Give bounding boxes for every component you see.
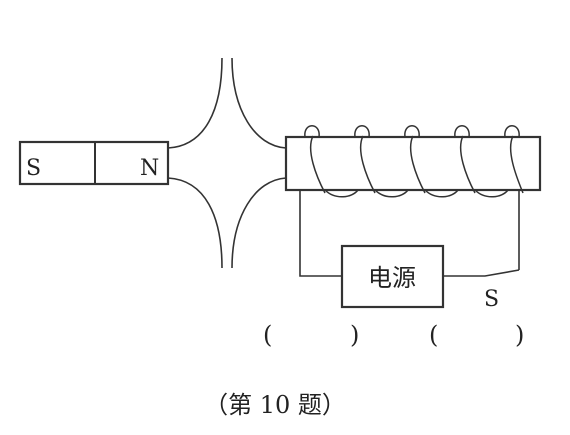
coil-loop bbox=[354, 125, 370, 138]
blank-1-open: ( bbox=[263, 321, 272, 349]
power-supply-box bbox=[340, 244, 445, 309]
coil-turn bbox=[359, 135, 376, 194]
coil-loop bbox=[504, 125, 520, 138]
solenoid bbox=[284, 125, 542, 198]
coil-loop bbox=[404, 125, 420, 138]
figure-caption: （第 10 题） bbox=[204, 391, 346, 419]
coil-link bbox=[474, 189, 509, 198]
wire-left bbox=[299, 190, 342, 277]
switch-label: S bbox=[484, 287, 499, 312]
circuit-wires bbox=[299, 190, 520, 277]
field-line-upper-left bbox=[167, 57, 223, 149]
bar-magnet: S N bbox=[18, 140, 170, 186]
field-line-upper-right bbox=[231, 57, 287, 149]
switch-blade bbox=[443, 269, 520, 277]
blank-1-close: ) bbox=[350, 321, 359, 349]
blank-2-close: ) bbox=[515, 321, 524, 349]
magnet-pole-s: S bbox=[26, 156, 41, 181]
coil-turn bbox=[509, 135, 524, 194]
coil-turn bbox=[309, 135, 326, 194]
coil-turn bbox=[459, 135, 476, 194]
magnet-pole-n: N bbox=[140, 156, 159, 181]
power-supply-label: 电源 bbox=[368, 264, 416, 292]
coil-link bbox=[424, 189, 459, 198]
answer-blanks: ( ) ( ) bbox=[263, 321, 524, 349]
coil-bottom-links bbox=[324, 189, 509, 198]
coil-front-turns bbox=[309, 135, 524, 194]
field-line-lower-left bbox=[167, 177, 223, 269]
coil-top-loops bbox=[304, 125, 520, 138]
coil-link bbox=[374, 189, 409, 198]
field-line-lower-right bbox=[231, 177, 287, 269]
coil-link bbox=[324, 189, 359, 198]
blank-2-open: ( bbox=[429, 321, 438, 349]
field-lines bbox=[167, 57, 287, 269]
power-supply: 电源 bbox=[340, 244, 445, 309]
coil-loop bbox=[454, 125, 470, 138]
coil-turn bbox=[409, 135, 426, 194]
coil-loop bbox=[304, 125, 320, 138]
